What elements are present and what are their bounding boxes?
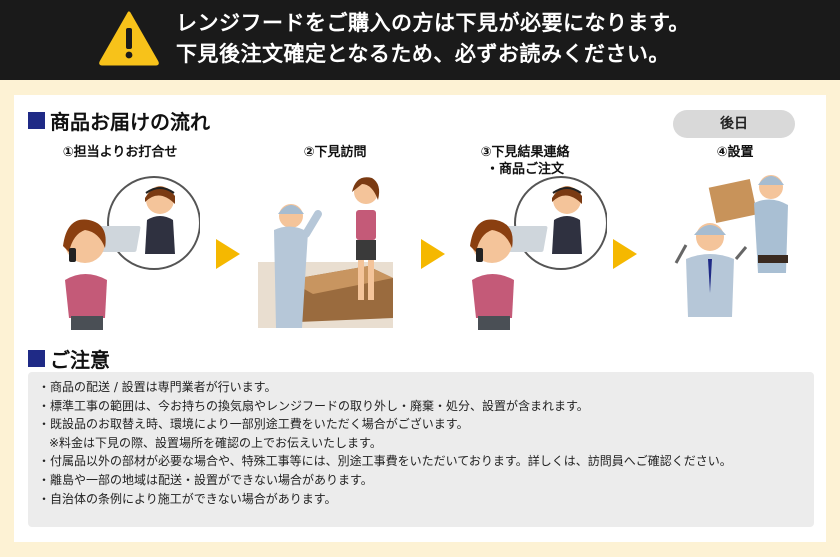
step-3-label-line-2: ・商品ご注文 [485,162,564,177]
after-badge: 後日 [673,110,795,138]
arrow-right-icon [216,239,240,269]
note-item: ・商品の配送 / 設置は専門業者が行います。 [38,380,277,394]
banner-line-2: 下見後注文確定となるため、必ずお読みください。 [176,42,670,66]
step-3-illustration [470,176,607,330]
notes-section-title: ご注意 [28,344,110,373]
flow-section-title: 商品お届けの流れ [28,106,210,135]
title-square-icon [28,350,45,367]
arrow-right-icon [421,239,445,269]
warning-banner: レンジフードをご購入の方は下見が必要になります。 下見後注文確定となるため、必ず… [0,0,840,80]
note-item: ・自治体の条例により施工ができない場合があります。 [38,491,337,506]
step-2-illustration [258,177,393,328]
step-4-label: ④設置 [716,145,754,160]
title-square-icon [28,112,45,129]
note-item: ・離島や一部の地域は配送・設置ができない場合があります。 [38,472,373,487]
note-item: ・付属品以外の部材が必要な場合や、特殊工事等には、別途工事費をいただいております… [38,454,732,469]
step-1-label: ①担当よりお打合せ [62,145,178,160]
note-item: ・標準工事の範囲は、今お持ちの換気扇やレンジフードの取り外し・廃棄・処分、設置が… [38,398,589,413]
step-3-label-line-1: ③下見結果連絡 [480,145,570,160]
notes-box: ・商品の配送 / 設置は専門業者が行います。 ・標準工事の範囲は、今お持ちの換気… [28,372,814,527]
banner-line-1: レンジフードをご購入の方は下見が必要になります。 [176,11,690,35]
step-3-label: ③下見結果連絡 ・商品ご注文 [440,144,610,178]
note-item: ・既設品のお取替え時、環境により一部別途工費をいただく場合がございます。 [38,417,469,432]
arrow-right-icon [613,239,637,269]
notes-title-text: ご注意 [50,348,110,372]
warning-icon [99,11,159,66]
flow-title-text: 商品お届けの流れ [50,110,210,134]
note-subitem: ※料金は下見の際、設置場所を確認の上でお伝えいたします。 [49,435,382,450]
banner-message: レンジフードをご購入の方は下見が必要になります。 下見後注文確定となるため、必ず… [176,8,776,70]
step-2-label: ②下見訪問 [303,145,367,160]
step-4-illustration [674,175,788,317]
step-1-illustration [63,176,200,330]
